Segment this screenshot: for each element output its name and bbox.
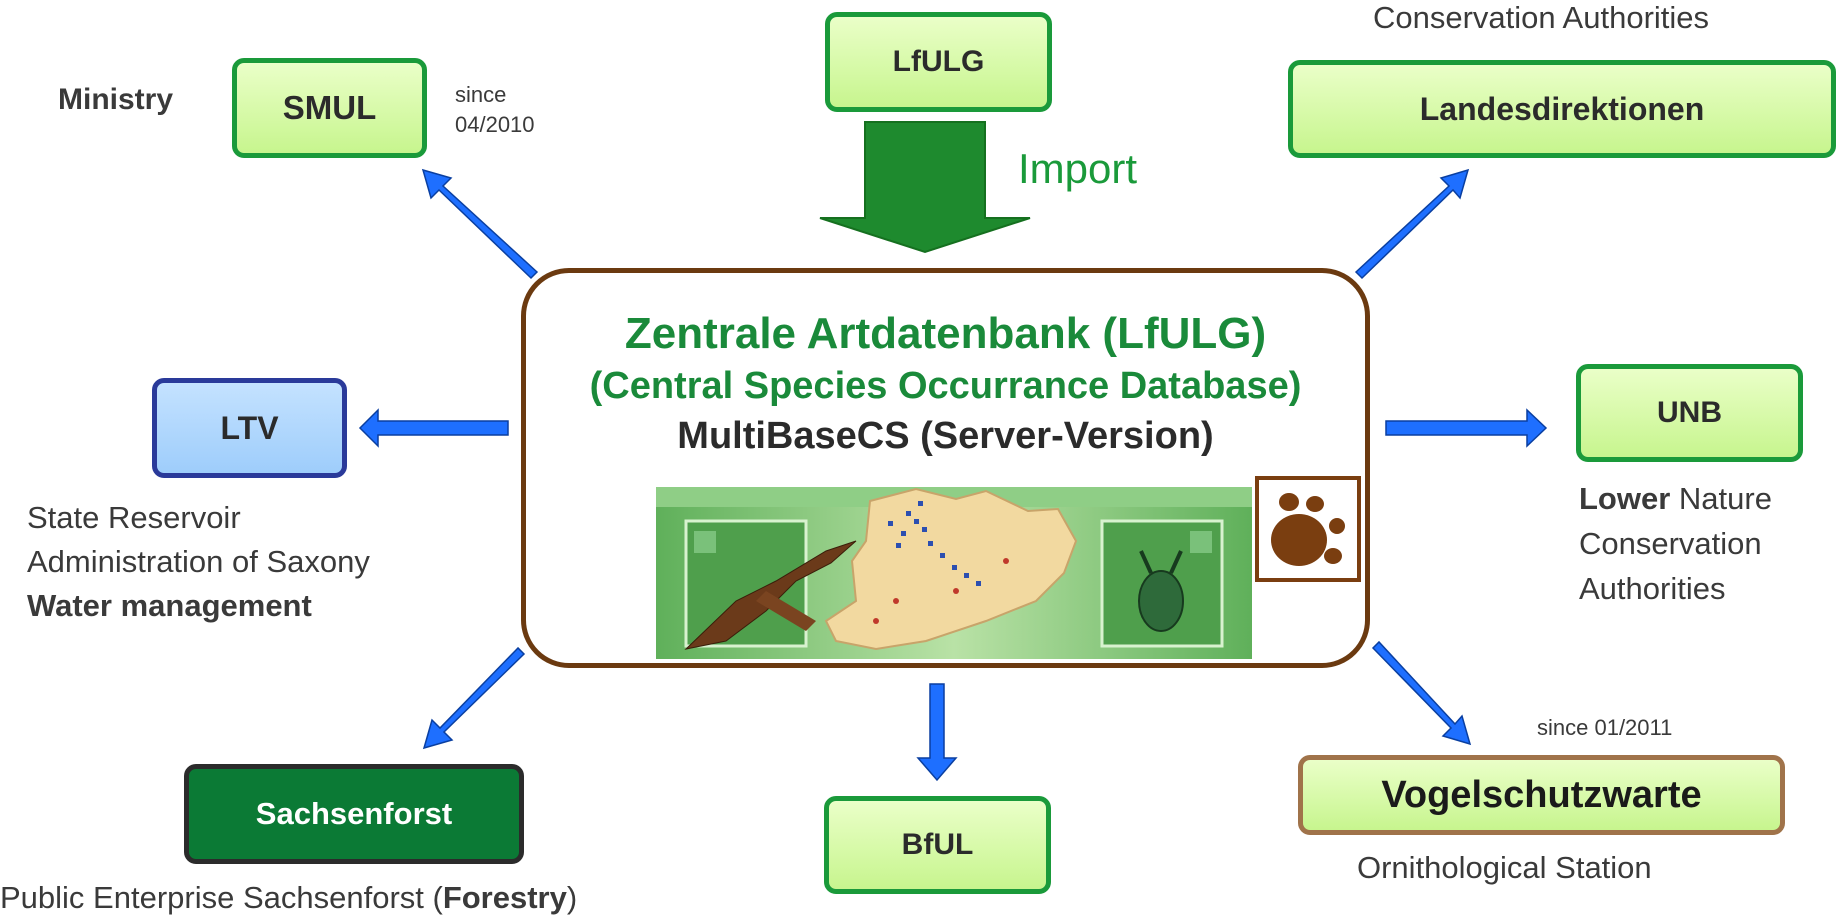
sachsenforst-caption-pre: Public Enterprise Sachsenforst ( xyxy=(0,880,443,915)
unb-caption-line3: Authorities xyxy=(1579,571,1726,606)
center-title-de: Zentrale Artdatenbank (LfULG) xyxy=(624,309,1267,358)
paw-logo-icon xyxy=(1255,476,1361,582)
vogelschutzwarte-label: Vogelschutzwarte xyxy=(1381,773,1702,816)
ltv-caption-line1: State Reservoir xyxy=(27,500,241,535)
import-label: Import xyxy=(1018,145,1138,192)
central-database-box: Zentrale Artdatenbank (LfULG) (Central S… xyxy=(521,268,1370,668)
arrow-to-vogelschutzwarte xyxy=(1371,640,1472,746)
unb-caption: Lower Nature Conservation Authorities xyxy=(1579,476,1772,611)
smul-note-line1: since xyxy=(455,82,507,107)
arrow-to-landesdirektionen xyxy=(1354,168,1470,280)
sachsenforst-box: Sachsenforst xyxy=(184,764,524,864)
lfulg-box: LfULG xyxy=(825,12,1052,112)
arrow-to-unb xyxy=(1385,408,1548,448)
landesdirektionen-caption: Conservation Authorities xyxy=(1373,0,1710,35)
sachsenforst-label: Sachsenforst xyxy=(255,796,453,831)
landesdirektionen-box: Landesdirektionen xyxy=(1288,60,1836,158)
landesdirektionen-label: Landesdirektionen xyxy=(1419,90,1705,127)
species-banner-image xyxy=(656,487,1252,659)
lfulg-label: LfULG xyxy=(892,45,985,78)
sachsenforst-caption-bold: Forestry xyxy=(442,880,567,915)
sachsenforst-caption-post: ) xyxy=(566,880,578,915)
vogelschutzwarte-caption: Ornithological Station xyxy=(1357,850,1652,885)
ltv-caption-line2: Administration of Saxony xyxy=(27,544,370,579)
ltv-caption: State Reservoir Administration of Saxony… xyxy=(27,496,370,628)
unb-label: UNB xyxy=(1657,396,1722,429)
sachsenforst-caption: Public Enterprise Sachsenforst (Forestry… xyxy=(0,880,577,916)
arrow-to-bful xyxy=(916,683,958,782)
center-title-en: (Central Species Occurrance Database) xyxy=(589,365,1302,407)
bful-label: BfUL xyxy=(901,828,974,861)
unb-caption-bold: Lower xyxy=(1579,481,1671,516)
smul-role: Ministry xyxy=(58,83,174,116)
ltv-box: LTV xyxy=(152,378,347,478)
smul-box: SMUL xyxy=(232,58,427,158)
unb-caption-rest: Nature xyxy=(1670,481,1772,516)
arrow-to-ltv xyxy=(358,408,509,448)
arrow-to-sachsenforst xyxy=(422,646,526,750)
arrow-to-smul xyxy=(421,168,539,280)
import-arrow xyxy=(819,121,1031,254)
ltv-label: LTV xyxy=(220,409,279,446)
smul-label: SMUL xyxy=(282,89,377,126)
smul-note-line2: 04/2010 xyxy=(455,112,535,137)
vogelschutzwarte-note: since 01/2011 xyxy=(1537,715,1673,740)
unb-caption-line2: Conservation xyxy=(1579,526,1762,561)
smul-note: since 04/2010 xyxy=(455,80,535,140)
unb-box: UNB xyxy=(1576,364,1803,462)
ltv-caption-line3: Water management xyxy=(27,588,312,623)
vogelschutzwarte-box: Vogelschutzwarte xyxy=(1298,755,1785,835)
bful-box: BfUL xyxy=(824,796,1051,894)
center-subtitle: MultiBaseCS (Server-Version) xyxy=(677,415,1214,457)
